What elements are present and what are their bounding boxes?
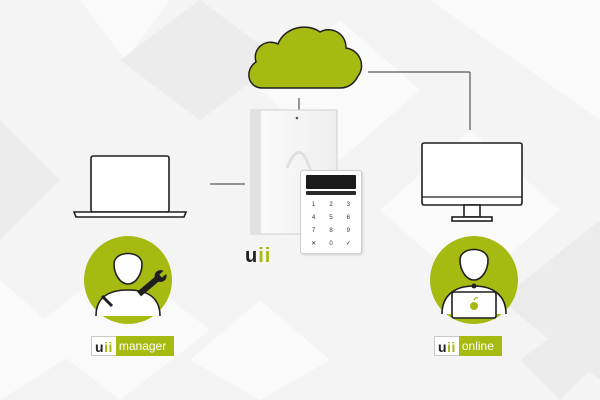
badge-brand: uii [434,336,459,356]
keypad-key: 0 [329,241,333,247]
installer-person-icon [84,236,172,324]
badge-brand: uii [91,336,116,356]
unii-logo: uii [245,245,271,268]
laptop-icon [72,155,188,218]
keypad-navigation-strip [306,191,356,195]
keypad-key: 1 [311,202,316,208]
badge-label: online [458,336,502,356]
wrench-icon [137,270,168,297]
keypad-key: ✓ [345,241,351,247]
keypad-key: ✕ [311,241,317,247]
keypad-key: 3 [346,202,350,208]
unii-logo-accent: ii [258,245,272,267]
keypad-keys: 1 2 3 4 5 6 7 8 9 ✕ 0 ✓ [305,199,357,251]
keypad-key: 8 [329,228,333,234]
keypad-display [306,175,356,189]
apple-logo-icon [470,297,479,310]
keypad-key: 9 [346,228,350,234]
badge-prefix: u [95,339,105,355]
badge-accent: ii [447,339,456,355]
keypad-device: 1 2 3 4 5 6 7 8 9 ✕ 0 ✓ [300,170,362,254]
unii-logo-prefix: u [245,245,259,267]
monitor-icon [421,142,523,222]
unii-online-badge: uii online [434,336,502,356]
keypad-key: 6 [346,215,350,221]
cloud-icon [248,26,363,89]
keypad-key: 5 [329,215,333,221]
badge-accent: ii [104,339,113,355]
keypad-key: 7 [311,228,316,234]
keypad-key: 2 [329,202,333,208]
badge-prefix: u [438,339,448,355]
keypad-key: 4 [311,215,316,221]
badge-label: manager [115,336,175,356]
unii-manager-badge: uii manager [91,336,175,356]
online-user-person-icon [430,236,518,324]
